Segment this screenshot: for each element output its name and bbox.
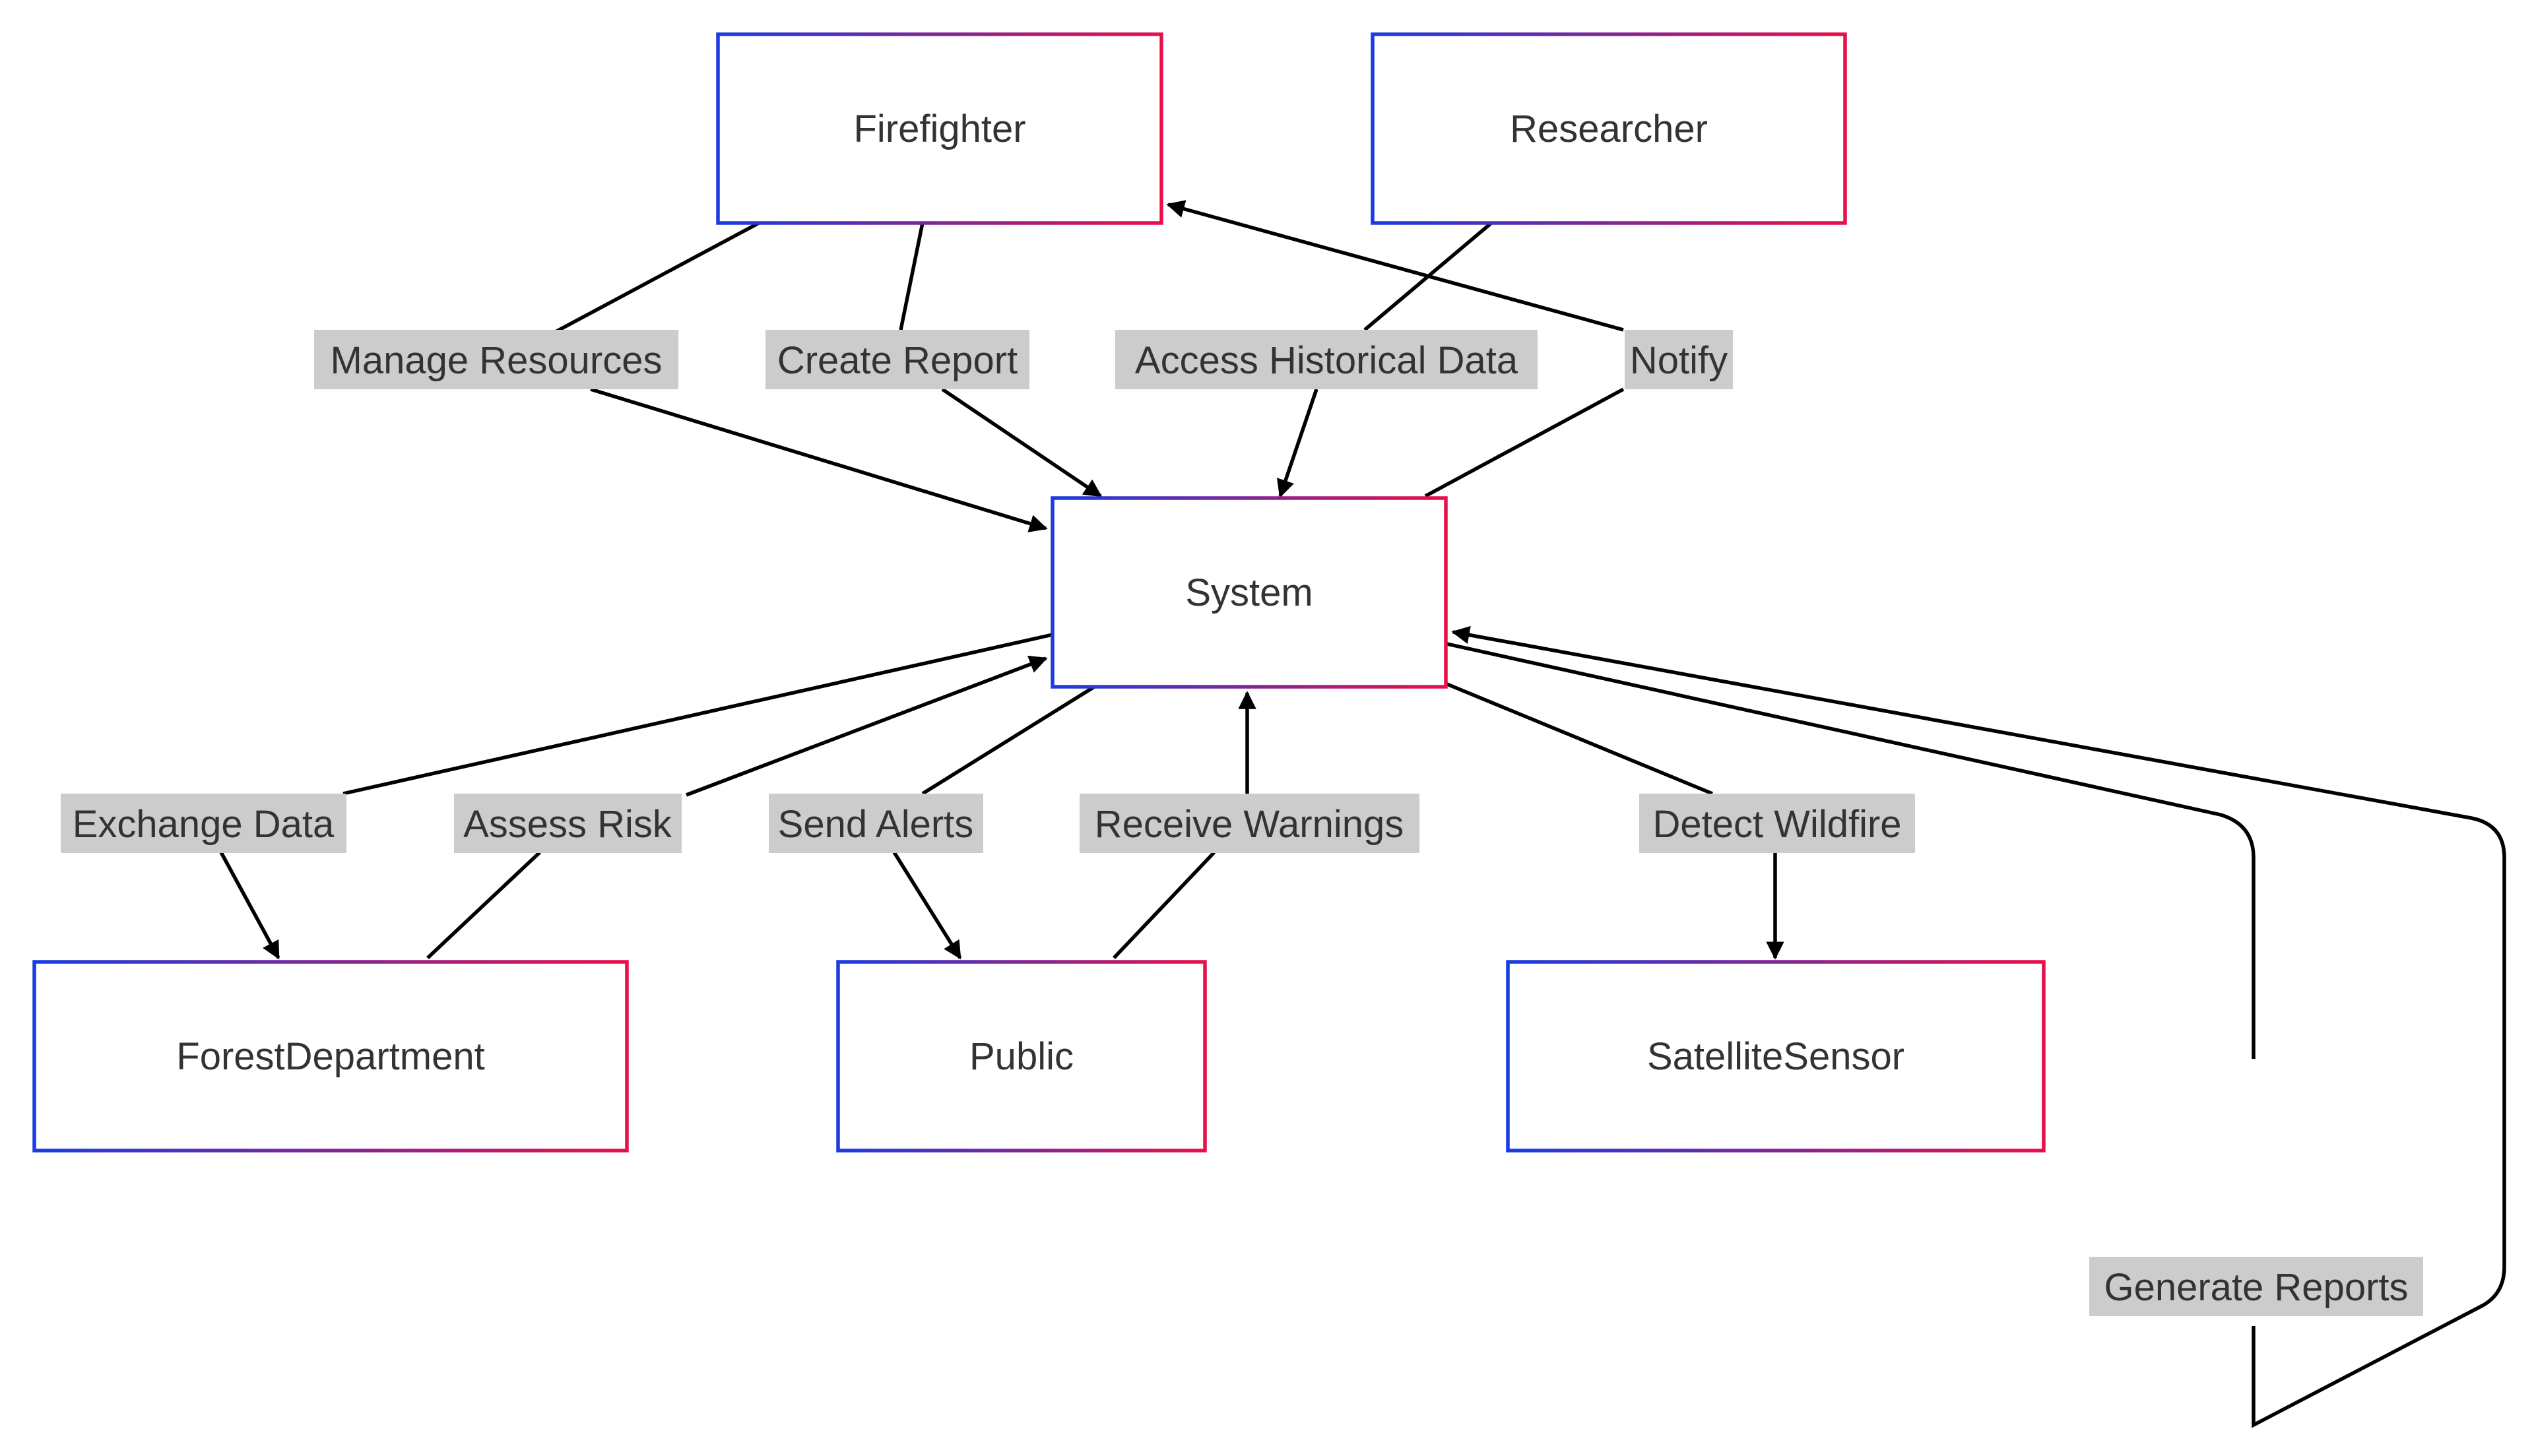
edge-label-manage-resources: Manage Resources [314, 330, 678, 389]
label-background [1639, 794, 1915, 853]
label-background [61, 794, 346, 853]
edge-label-send-alerts: Send Alerts [769, 794, 983, 853]
label-access-historical-data: Access Historical Data [1135, 339, 1518, 382]
edge-label-generate-reports: Generate Reports [2089, 1257, 2423, 1316]
label-background [1080, 794, 1419, 853]
label-background [314, 330, 678, 389]
node-box [1506, 960, 2046, 1153]
edge-generate-reports-out[interactable] [1444, 632, 2506, 1428]
label-notify: Notify [1630, 339, 1728, 382]
edge-exchange-data[interactable] [219, 633, 1053, 958]
edge-label-receive-warnings: Receive Warnings [1080, 794, 1419, 853]
label-generate-reports: Generate Reports [2104, 1266, 2408, 1309]
node-firefighter[interactable]: Firefighter [716, 32, 1163, 225]
edge-detect-wildfire[interactable] [1443, 681, 1775, 958]
label-send-alerts: Send Alerts [778, 803, 974, 846]
edge-labels: Manage Resources Create Report Access Hi… [61, 330, 2423, 1316]
label-manage-resources: Manage Resources [331, 339, 663, 382]
node-researcher[interactable]: Researcher [1371, 32, 1847, 225]
node-label-researcher: Researcher [1510, 108, 1708, 150]
node-box [836, 960, 1207, 1153]
label-background [1115, 330, 1538, 389]
edge-label-assess-risk: Assess Risk [454, 794, 682, 853]
node-label-satellite-sensor: SatelliteSensor [1647, 1035, 1904, 1078]
node-label-system: System [1185, 571, 1313, 614]
label-background [2089, 1257, 2423, 1316]
edges [219, 205, 2506, 1428]
node-box [1371, 32, 1847, 225]
edge-create-report[interactable] [899, 222, 1101, 496]
node-label-public: Public [969, 1035, 1074, 1078]
node-satellite-sensor[interactable]: SatelliteSensor [1506, 960, 2046, 1153]
edge-send-alerts[interactable] [892, 684, 1097, 958]
edge-label-access-historical-data: Access Historical Data [1115, 330, 1538, 389]
edge-label-notify: Notify [1625, 330, 1733, 389]
label-assess-risk: Assess Risk [463, 803, 672, 846]
edge-label-create-report: Create Report [765, 330, 1029, 389]
edge-receive-warnings[interactable] [1113, 693, 1247, 959]
node-box [716, 32, 1163, 225]
node-box [1051, 496, 1448, 689]
node-system[interactable]: System [1051, 496, 1448, 689]
node-label-forest-department: ForestDepartment [176, 1035, 484, 1078]
label-background [1625, 330, 1733, 389]
node-public[interactable]: Public [836, 960, 1207, 1153]
label-background [454, 794, 682, 853]
nodes: Firefighter Researcher System ForestDepa… [32, 32, 2046, 1153]
label-background [765, 330, 1029, 389]
edge-label-detect-wildfire: Detect Wildfire [1639, 794, 1915, 853]
label-detect-wildfire: Detect Wildfire [1652, 803, 1901, 846]
label-create-report: Create Report [777, 339, 1018, 382]
node-label-firefighter: Firefighter [853, 108, 1025, 150]
label-background [769, 794, 983, 853]
node-box [32, 960, 629, 1153]
edge-notify[interactable] [1168, 205, 1625, 498]
label-exchange-data: Exchange Data [73, 803, 335, 846]
edge-manage-resources[interactable] [552, 221, 1046, 528]
label-receive-warnings: Receive Warnings [1095, 803, 1404, 846]
edge-label-exchange-data: Exchange Data [61, 794, 346, 853]
node-forest-department[interactable]: ForestDepartment [32, 960, 629, 1153]
edge-assess-risk[interactable] [426, 658, 1046, 960]
